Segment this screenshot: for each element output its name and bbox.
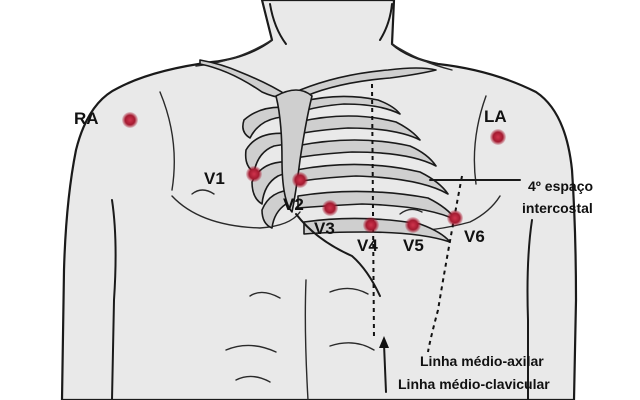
neck-right <box>379 3 393 41</box>
linea-alba <box>304 279 309 400</box>
label-v3: V3 <box>314 219 335 238</box>
abdominal-left <box>225 291 281 383</box>
mid-clavicular-line <box>371 83 375 341</box>
electrode-v1 <box>246 166 262 182</box>
pectoral-left <box>171 195 301 229</box>
arrow-up-icon <box>379 336 389 348</box>
deltoid-left <box>159 91 175 191</box>
armpit-left <box>111 199 117 400</box>
label-mid-axillary: Linha médio-axilar <box>420 353 544 369</box>
rib-2 <box>297 115 421 141</box>
label-ra: RA <box>74 109 99 128</box>
abdominal-right <box>329 287 375 351</box>
label-v6: V6 <box>464 227 485 246</box>
rib-3 <box>295 139 437 167</box>
electrodes <box>122 112 506 233</box>
nipple-left <box>191 189 215 195</box>
electrode-v3 <box>322 200 338 216</box>
label-v5: V5 <box>403 236 424 255</box>
label-v4: V4 <box>357 236 378 255</box>
trapezius-right <box>391 43 453 71</box>
label-intercostal-line1: 4º espaço <box>528 178 593 194</box>
armpit-right <box>526 219 533 400</box>
reference-lines <box>371 83 521 393</box>
electrode-la <box>490 129 506 145</box>
neck-left <box>269 3 287 45</box>
electrode-v5 <box>405 217 421 233</box>
rib-4 <box>295 163 449 195</box>
electrode-ra <box>122 112 138 128</box>
nipple-right <box>399 208 423 215</box>
clavicular-pointer <box>383 343 387 393</box>
electrode-v4 <box>363 217 379 233</box>
labels: RA LA V1 V2 V3 V4 V5 V6 4º espaço interc… <box>74 107 593 392</box>
label-la: LA <box>484 107 507 126</box>
costal-margin <box>295 213 381 297</box>
label-v1: V1 <box>204 169 225 188</box>
electrode-v6 <box>447 210 463 226</box>
clavicle-right <box>299 67 437 97</box>
label-v2: V2 <box>283 195 304 214</box>
sternum <box>275 89 313 213</box>
deltoid-right <box>473 95 487 185</box>
rib-1 <box>299 95 401 115</box>
label-intercostal-line2: intercostal <box>522 200 593 216</box>
electrode-v2 <box>292 172 308 188</box>
label-mid-clavicular: Linha médio-clavicular <box>398 376 550 392</box>
